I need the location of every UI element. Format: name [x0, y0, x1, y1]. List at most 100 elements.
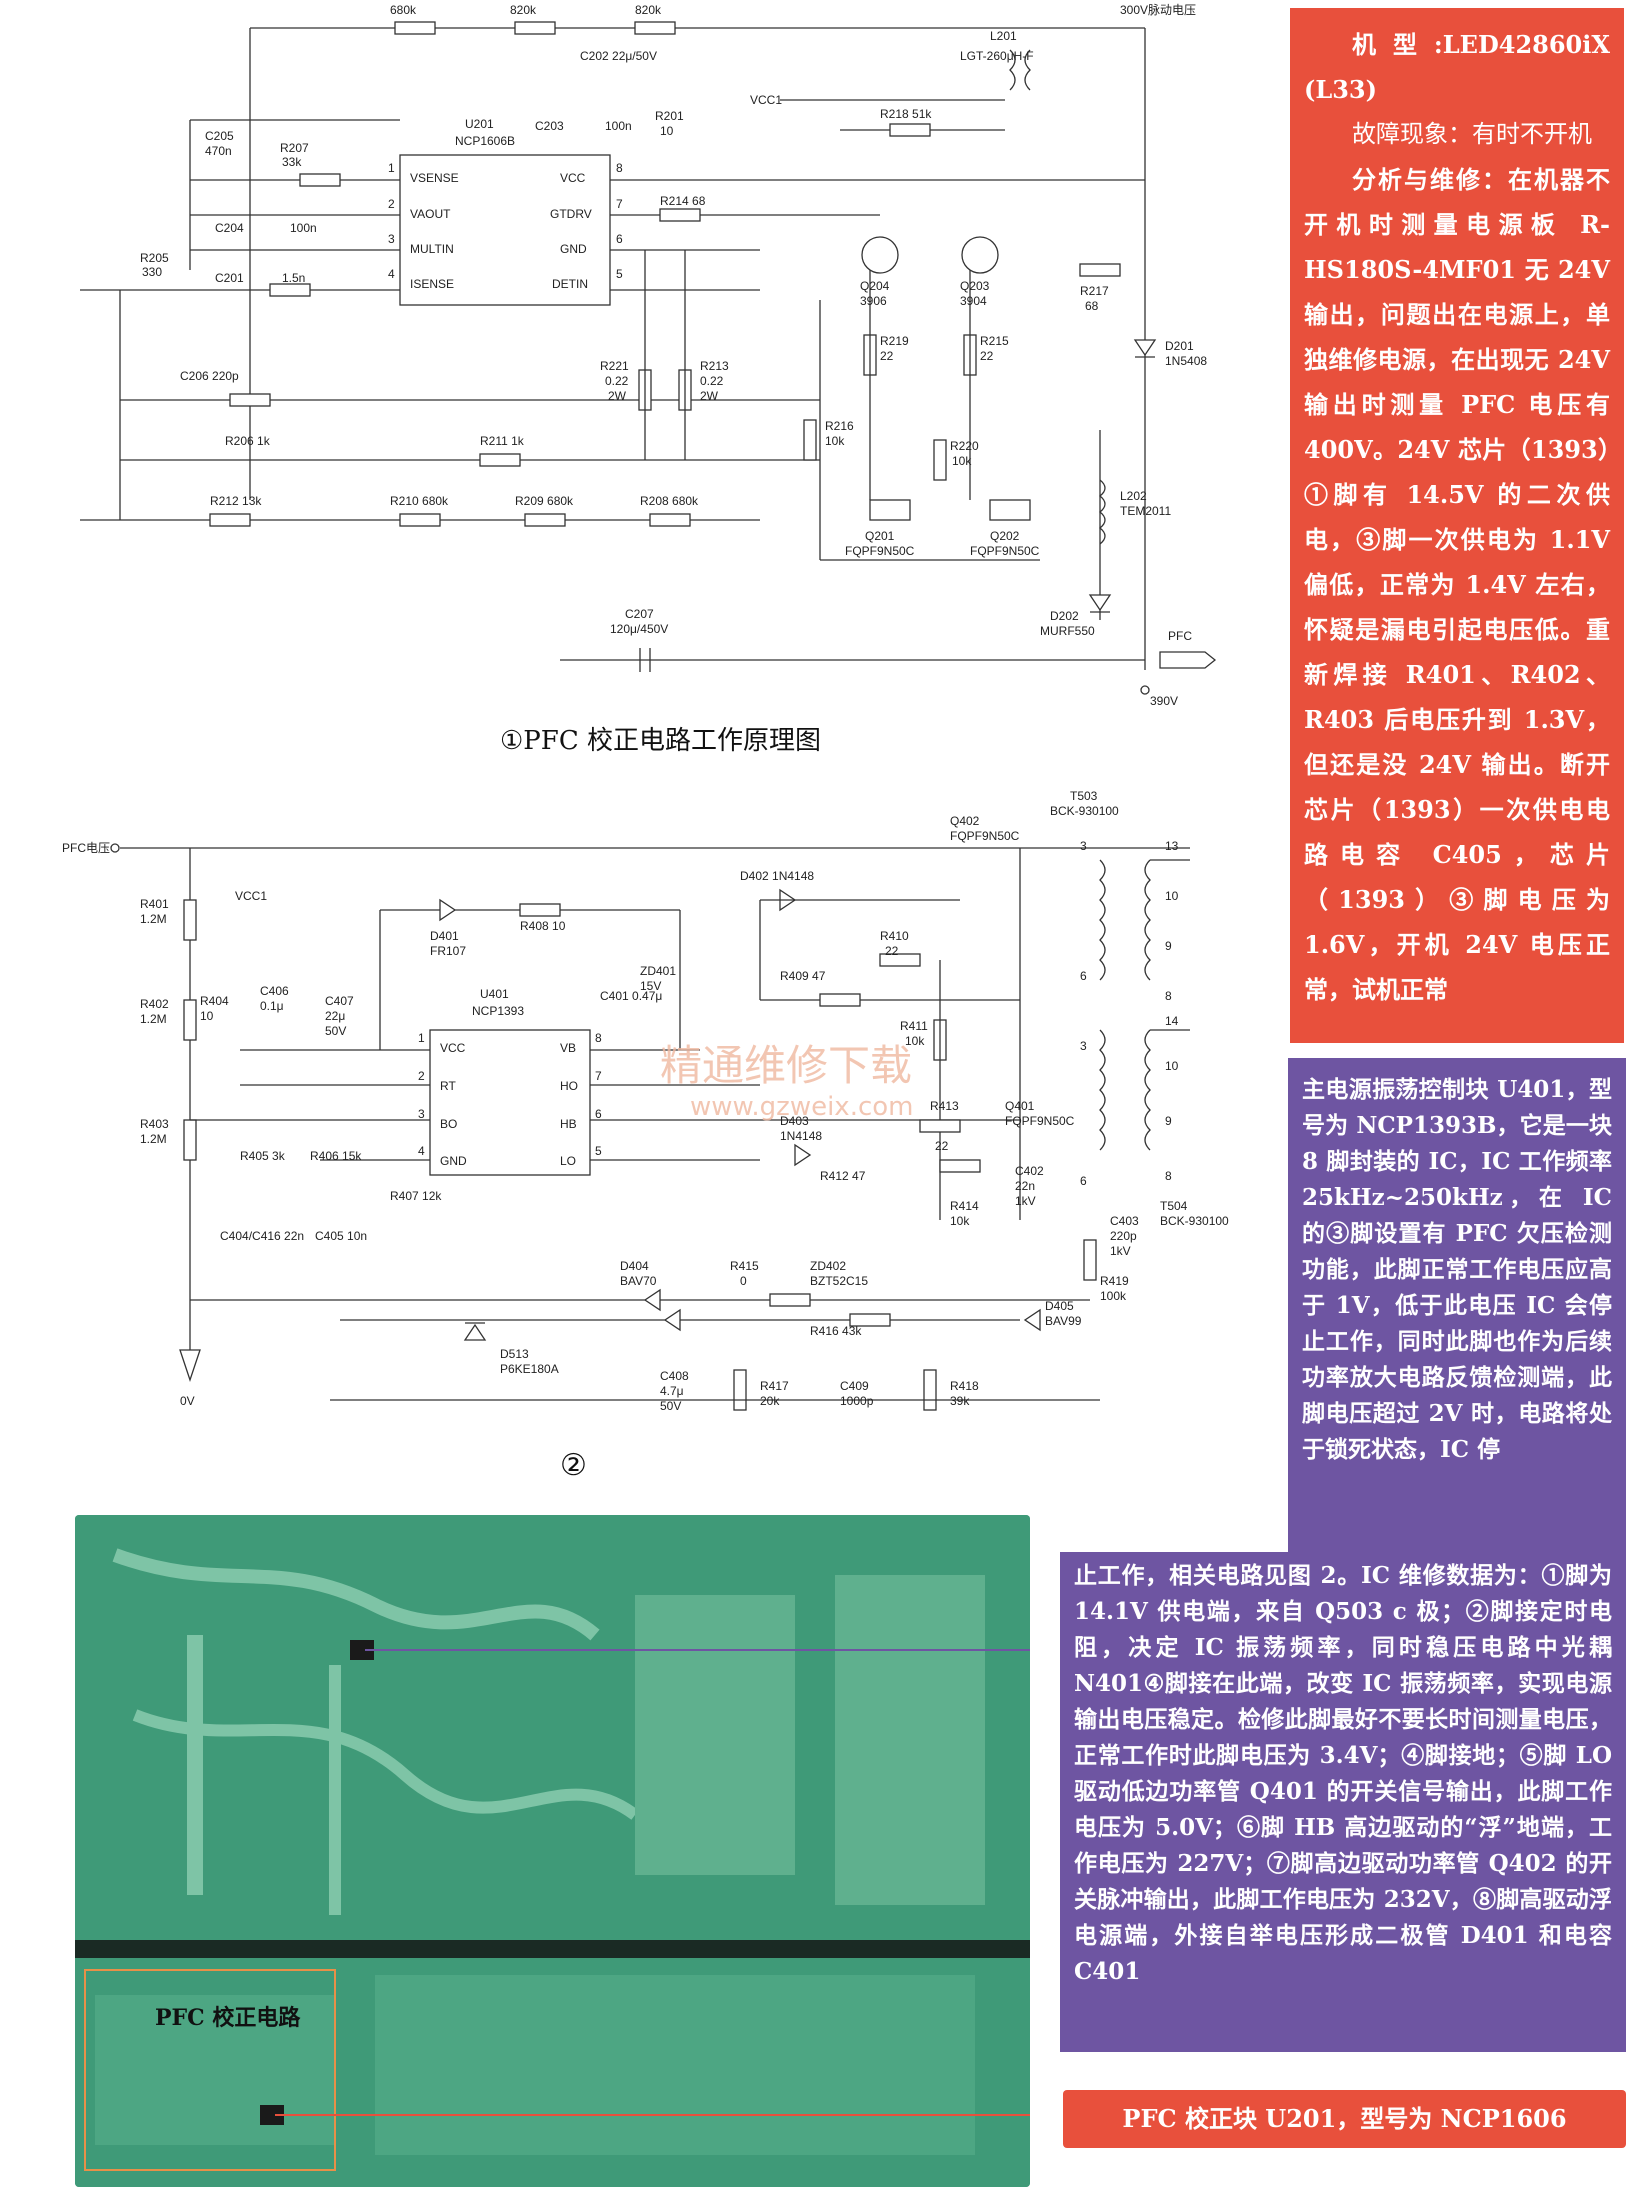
s1-label-lgt: LGT-260μH-F	[960, 49, 1034, 63]
u401-num-3: 3	[418, 1107, 425, 1121]
u401-num-8: 8	[595, 1031, 602, 1045]
s1-label-r206: R206 1k	[225, 434, 271, 448]
s1-label-l201: L201	[990, 29, 1017, 43]
s2-label-22n: 22n	[1015, 1179, 1035, 1193]
s2-label-d401: D401	[430, 929, 459, 943]
s2-label-10: 10	[200, 1009, 214, 1023]
s1-label-100n-b: 100n	[290, 221, 317, 235]
s2-label-fqpf-b: FQPF9N50C	[1005, 1114, 1075, 1128]
s2-label-r406: R406 15k	[310, 1149, 362, 1163]
s1-label-022b: 0.22	[700, 374, 724, 388]
u201-pin-gnd: GND	[560, 242, 587, 256]
s2-label-t504: T504	[1160, 1199, 1188, 1213]
wind-9a: 9	[1165, 939, 1172, 953]
s1-label-r220: R220	[950, 439, 979, 453]
s1-label-33k: 33k	[282, 155, 302, 169]
u201-pin-vaout: VAOUT	[410, 207, 451, 221]
s2-label-50v: 50V	[325, 1024, 346, 1038]
s2-label-d404: D404	[620, 1259, 649, 1273]
s1-label-r219: R219	[880, 334, 909, 348]
analysis-text: 分析与维修：在机器不开机时测量电源板 R-HS180S-4MF01 无 24V …	[1304, 165, 1610, 1004]
s1-label-r207: R207	[280, 141, 309, 155]
u401-pin-vcc: VCC	[440, 1041, 466, 1055]
s1-label-q203: Q203	[960, 279, 990, 293]
s2-label-r402: R402	[140, 997, 169, 1011]
schematic2-caption: ②	[560, 1448, 587, 1483]
pcb-photo: PFC 校正电路	[75, 1515, 1030, 2187]
s1-label-r213: R213	[700, 359, 729, 373]
s1-label-tem2011: TEM2011	[1120, 504, 1171, 518]
s1-label-10k-b: 10k	[952, 454, 972, 468]
pfc-area-label: PFC 校正电路	[155, 2005, 301, 2031]
u401-ref: U401	[480, 987, 509, 1001]
s2-label-bav70: BAV70	[620, 1274, 657, 1288]
u401-num-4: 4	[418, 1144, 425, 1158]
s2-label-r405: R405 3k	[240, 1149, 286, 1163]
wind-3a: 3	[1080, 839, 1087, 853]
s2-label-c403: C403	[1110, 1214, 1139, 1228]
s2-label-r413: R413	[930, 1099, 959, 1113]
s2-label-12m-b: 1.2M	[140, 1012, 167, 1026]
s2-label-c407: C407	[325, 994, 354, 1008]
s2-label-pfc: PFC电压	[62, 841, 110, 855]
s2-label-d402: D402 1N4148	[740, 869, 814, 883]
s2-label-r416: R416 43k	[810, 1324, 862, 1338]
s2-label-50v-b: 50V	[660, 1399, 681, 1413]
watermark-text: 精通维修下载	[660, 1041, 912, 1090]
u201-num-2: 2	[388, 197, 395, 211]
watermark-url: www.gzweix.com	[690, 1092, 914, 1122]
u401-num-2: 2	[418, 1069, 425, 1083]
u401-pin-vb: VB	[560, 1041, 576, 1055]
s2-label-fr107: FR107	[430, 944, 466, 958]
s1-label-fqpf-a: FQPF9N50C	[845, 544, 915, 558]
wind-6a: 6	[1080, 969, 1087, 983]
s2-label-p6ke: P6KE180A	[500, 1362, 559, 1376]
s2-label-1kv-a: 1kV	[1015, 1194, 1036, 1208]
s1-label-c207: C207	[625, 607, 654, 621]
s1-label-r205: R205	[140, 251, 169, 265]
u401-pin-gnd: GND	[440, 1154, 467, 1168]
s1-label-022a: 0.22	[605, 374, 629, 388]
label-820k-a: 820k	[510, 3, 537, 17]
s2-label-c408: C408	[660, 1369, 689, 1383]
s1-label-r210: R210 680k	[390, 494, 449, 508]
u401-part: NCP1393	[472, 1004, 524, 1018]
s1-label-r215: R215	[980, 334, 1009, 348]
pfc-schematic: 680k 820k 820k 300V脉动电压 U201 NCP1606B VS…	[80, 2, 1217, 705]
s1-label-r208: R208 680k	[640, 494, 699, 508]
s2-label-t503: T503	[1070, 789, 1098, 803]
s1-label-r216: R216	[825, 419, 854, 433]
s2-label-c401: C401 0.47μ	[600, 989, 662, 1003]
s2-label-0: 0	[740, 1274, 747, 1288]
s2-label-r403: R403	[140, 1117, 169, 1131]
u201-num-6: 6	[616, 232, 623, 246]
s1-label-d202: D202	[1050, 609, 1079, 623]
u201-num-7: 7	[616, 197, 623, 211]
s1-label-10k-a: 10k	[825, 434, 845, 448]
s2-label-bck-b: BCK-930100	[1160, 1214, 1229, 1228]
s2-label-q401: Q401	[1005, 1099, 1035, 1113]
s2-label-22u: 22μ	[325, 1009, 345, 1023]
u401-num-6: 6	[595, 1107, 602, 1121]
ic-repair-data-panel: 止工作，相关电路见图 2。IC 维修数据为：①脚为 14.1V 供电端，来自 Q…	[1060, 1552, 1626, 2052]
s2-label-0v: 0V	[180, 1394, 195, 1408]
label-300v: 300V脉动电压	[1120, 2, 1196, 17]
s2-label-d513: D513	[500, 1347, 529, 1361]
s1-label-r212: R212 13k	[210, 494, 262, 508]
fault-article-panel: 机 型 :LED42860iX (L33) 故障现象：有时不开机 分析与维修：在…	[1290, 8, 1624, 1043]
s1-label-q204: Q204	[860, 279, 890, 293]
ic-description-panel: 主电源振荡控制块 U401，型号为 NCP1393B，它是一块 8 脚封装的 I…	[1288, 1058, 1626, 1568]
s2-label-20k: 20k	[760, 1394, 780, 1408]
s2-label-bzt: BZT52C15	[810, 1274, 868, 1288]
s2-label-12m-a: 1.2M	[140, 912, 167, 926]
u401-num-7: 7	[595, 1069, 602, 1083]
ic-repair-data-text: 止工作，相关电路见图 2。IC 维修数据为：①脚为 14.1V 供电端，来自 Q…	[1074, 1562, 1612, 1985]
s2-label-c404: C404/C416 22n	[220, 1229, 304, 1243]
s1-label-100n: 100n	[605, 119, 632, 133]
wind-6b: 6	[1080, 1174, 1087, 1188]
s2-label-d403: D403	[780, 1114, 809, 1128]
s2-label-bav99: BAV99	[1045, 1314, 1082, 1328]
u401-pin-hb: HB	[560, 1117, 577, 1131]
s1-label-68: 68	[1085, 299, 1099, 313]
s2-label-c409: C409	[840, 1379, 869, 1393]
